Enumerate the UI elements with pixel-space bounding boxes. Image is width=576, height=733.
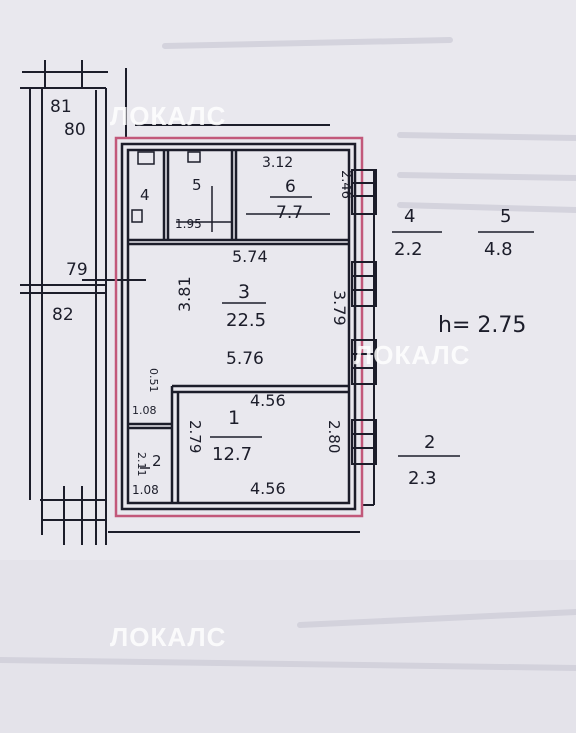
paper-shade: [0, 560, 576, 733]
summary-2-area: 2.3: [408, 468, 437, 489]
apartment-boundary: [114, 136, 364, 518]
dim-room2-bottom: 1.08: [132, 483, 159, 497]
faint-bleed-through-text: [0, 37, 576, 671]
watermark-top: ЛОКАЛС: [110, 101, 226, 131]
bathroom-fixtures: [131, 151, 330, 469]
dim-room2-top: 1.08: [132, 404, 157, 417]
apartment-walls: [120, 142, 357, 511]
building-number-82: 82: [52, 305, 74, 325]
windows-right-wall: [351, 169, 377, 465]
building-number-80: 80: [64, 120, 86, 140]
dim-room1-right: 2.80: [325, 420, 343, 453]
summary-5-number: 5: [500, 206, 511, 227]
dim-room3-bottom: 5.76: [226, 349, 264, 369]
room-area-3: 22.5: [226, 310, 266, 331]
watermark-bottom: ЛОКАЛС: [110, 622, 226, 652]
room-number-5: 5: [192, 176, 202, 194]
dim-corner: 0.51: [147, 368, 160, 393]
summary-4-area: 2.2: [394, 239, 423, 260]
dim-room3-top: 5.74: [232, 247, 268, 266]
dim-room6-top: 3.12: [262, 155, 293, 171]
room-number-3: 3: [238, 281, 250, 303]
left-building-strip: [20, 60, 146, 545]
dim-room3-left: 3.81: [175, 276, 194, 312]
room-area-1: 12.7: [212, 444, 252, 465]
dim-room1-bottom: 4.56: [250, 479, 286, 498]
dim-room1-top: 4.56: [250, 391, 286, 410]
building-number-79: 79: [66, 260, 88, 280]
watermark-middle: ЛОКАЛС: [354, 340, 470, 370]
room-number-1: 1: [228, 407, 240, 429]
room-area-6: 7.7: [276, 203, 303, 223]
summary-2-number: 2: [424, 432, 435, 453]
summary-5-area: 4.8: [484, 239, 513, 260]
dim-room6-side: 2.46: [338, 170, 353, 199]
room-number-2: 2: [152, 452, 162, 470]
building-number-81: 81: [50, 97, 72, 117]
room-number-6: 6: [285, 177, 296, 197]
dim-room2-side: 2.11: [135, 452, 148, 477]
dim-room45-bottom: 1.95: [175, 217, 202, 231]
summary-4-number: 4: [404, 206, 415, 227]
exterior-lines: [108, 68, 375, 533]
room-number-4: 4: [140, 186, 150, 204]
dim-room1-left: 2.79: [186, 420, 204, 453]
height-note: h= 2.75: [438, 313, 526, 338]
dim-room3-right: 3.79: [330, 290, 349, 326]
